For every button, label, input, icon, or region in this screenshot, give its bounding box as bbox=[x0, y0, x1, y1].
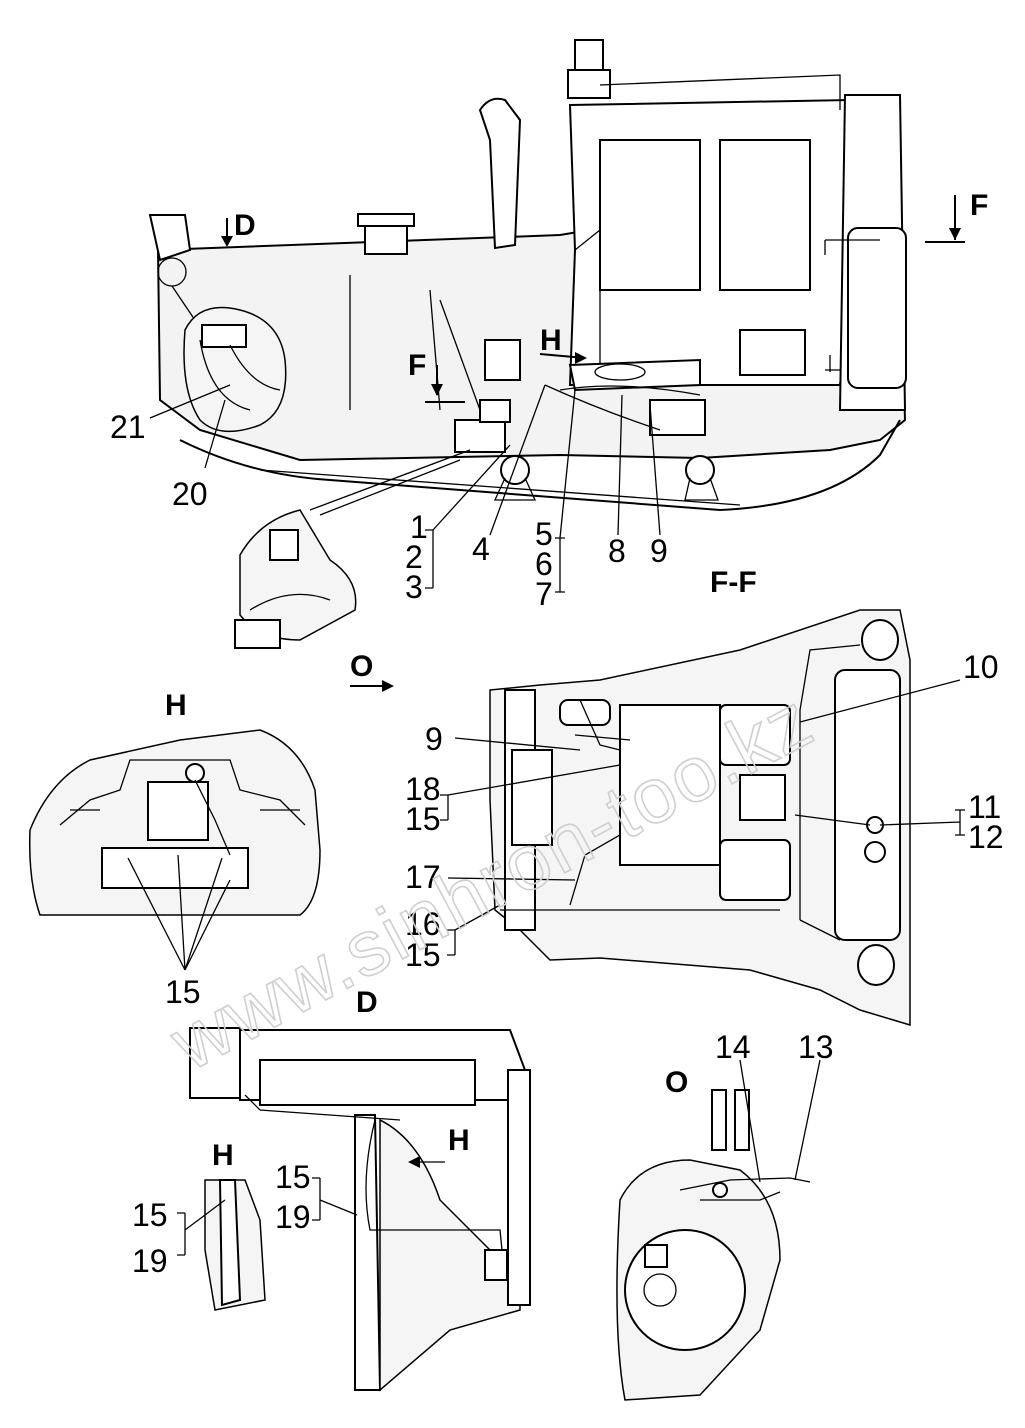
callout-10: 10 bbox=[963, 649, 999, 685]
callout-16: 16 bbox=[405, 906, 441, 942]
callout-13: 13 bbox=[798, 1029, 834, 1065]
callout-3: 3 bbox=[405, 569, 423, 605]
callout-2: 2 bbox=[405, 539, 423, 575]
callout-20: 20 bbox=[172, 476, 208, 512]
callout-14: 14 bbox=[715, 1029, 751, 1065]
callout-11: 11 bbox=[968, 789, 1001, 825]
section-ff-view bbox=[440, 609, 965, 1027]
section-ff-label: F-F bbox=[710, 566, 757, 599]
view-o-detail bbox=[616, 1059, 821, 1401]
callout-4: 4 bbox=[472, 531, 490, 567]
callout-1: 1 bbox=[410, 509, 428, 545]
view-h-small-label: H bbox=[212, 1139, 234, 1172]
arrow-h-in-d-label: H bbox=[448, 1124, 470, 1157]
callout-18: 18 bbox=[405, 771, 441, 807]
callout-7: 7 bbox=[535, 576, 553, 612]
callout-19-view-d: 19 bbox=[275, 1199, 311, 1235]
view-o-label: O bbox=[665, 1066, 688, 1099]
arrow-h-label: H bbox=[540, 324, 562, 357]
callout-8: 8 bbox=[608, 533, 626, 569]
view-d-top-label: D bbox=[234, 209, 256, 242]
arrow-o bbox=[350, 680, 394, 692]
callout-9a: 9 bbox=[650, 533, 668, 569]
callout-17: 17 bbox=[405, 859, 441, 895]
view-d-detail bbox=[189, 1027, 531, 1392]
callout-21: 21 bbox=[110, 409, 146, 445]
callout-15-ff-a: 15 bbox=[405, 801, 441, 837]
callout-6: 6 bbox=[535, 546, 553, 582]
callout-9b: 9 bbox=[425, 721, 443, 757]
view-labels: D F F H F-F O H D H H O bbox=[165, 189, 988, 1172]
section-arrows bbox=[221, 195, 965, 403]
callout-19-view-h-small: 19 bbox=[132, 1243, 168, 1279]
callout-15-ff-b: 15 bbox=[405, 937, 441, 973]
main-leaders bbox=[149, 384, 661, 593]
arrow-o-label: O bbox=[350, 650, 373, 683]
view-h-label: H bbox=[165, 689, 187, 722]
section-f-left-label: F bbox=[408, 349, 426, 382]
view-h-small-detail bbox=[177, 1179, 266, 1311]
tractor-side-view bbox=[148, 39, 907, 512]
callout-numbers: 1 2 3 4 5 6 7 8 9 9 10 11 12 13 14 15 15… bbox=[110, 409, 1004, 1279]
engine-detail-bubble bbox=[234, 449, 471, 649]
callout-15-view-d: 15 bbox=[275, 1159, 311, 1195]
callout-15-view-h-small: 15 bbox=[132, 1197, 168, 1233]
view-f-top-label: F bbox=[970, 189, 988, 222]
callout-12: 12 bbox=[968, 819, 1004, 855]
callout-15-view-h: 15 bbox=[165, 974, 201, 1010]
callout-5: 5 bbox=[535, 516, 553, 552]
view-h-detail bbox=[28, 729, 321, 971]
view-d-label: D bbox=[356, 986, 378, 1019]
